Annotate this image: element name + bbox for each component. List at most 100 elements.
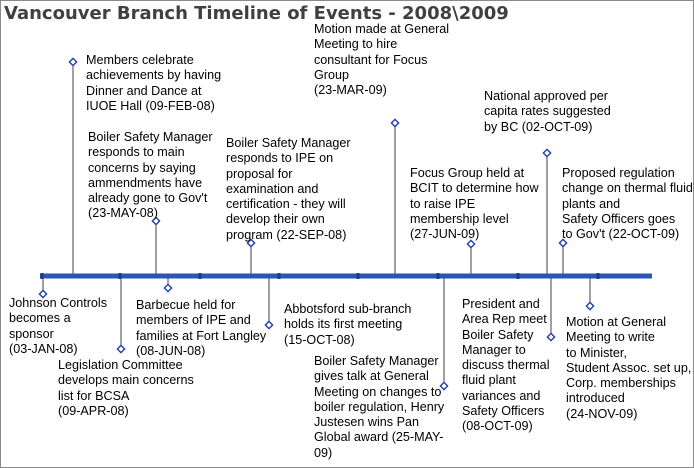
event-label-line: achievements by having [86, 68, 222, 83]
event-label-line: concerns by saying [88, 160, 196, 175]
axis-tick [40, 273, 44, 279]
event-label-line: responds to IPE on [226, 151, 334, 166]
event-label-line: becomes a [9, 311, 71, 326]
event-label-line: gives talk at General [314, 369, 429, 384]
event-label-line: (15-OCT-08) [284, 332, 355, 347]
event-label-line: Safety Officers goes [562, 211, 676, 226]
axis-tick [356, 273, 360, 279]
event-label-line: Johnson Controls [9, 296, 108, 310]
marker-group [38, 57, 595, 391]
event-label-line: develops main concerns [58, 373, 194, 388]
event-label-line: Group [314, 67, 350, 82]
event-label-line: Boiler Safety Manager [88, 130, 213, 144]
axis-tick [436, 273, 440, 279]
event-label-line: Boiler Safety [462, 327, 534, 342]
event-label-line: Manager to [462, 342, 526, 357]
event-label-line: Meeting on changes to [314, 384, 442, 399]
event-label-line: Motion made at General [314, 22, 450, 36]
event-marker [151, 216, 161, 226]
event-label-line: by BC (02-OCT-09) [484, 119, 593, 134]
event-label-line: Justesen wins Pan [314, 415, 420, 430]
connector-group [42, 66, 591, 382]
event-marker [163, 283, 173, 293]
event-label-line: change on thermal fluid [562, 181, 693, 196]
event-label-line: (23-MAR-09) [314, 83, 387, 98]
event-label-line: boiler regulation, Henry [314, 399, 445, 414]
event-label-line: Area Rep meet [462, 312, 547, 327]
event-label-line: develop their own [226, 212, 325, 227]
event-marker [390, 118, 400, 128]
axis-tick [198, 273, 202, 279]
event-marker [585, 301, 595, 311]
event-label-line: Meeting to write [566, 330, 655, 345]
event-label-line: discuss thermal [462, 358, 550, 373]
event-label-line: program (22-SEP-08) [226, 227, 347, 242]
event-marker [542, 148, 552, 158]
event-label-line: examination and [226, 181, 319, 196]
event-label-line: Student Assoc. set up, [566, 360, 692, 375]
event-label-line: (08-OCT-09) [462, 419, 533, 434]
event-label-line: ammendments have [88, 175, 203, 190]
axis-tick [516, 273, 520, 279]
event-label-line: responds to main [88, 145, 185, 160]
event-label-line: Focus Group held at [410, 166, 525, 180]
axis-tick [277, 273, 281, 279]
event-label-line: (23-MAY-08) [88, 206, 158, 221]
event-label-line: proposal for [226, 166, 293, 181]
event-label-line: National approved per [484, 89, 608, 103]
event-label-line: Boiler Safety Manager [226, 136, 351, 150]
event-label-line: 09) [314, 445, 333, 460]
event-label-line: (08-JUN-08) [136, 343, 206, 358]
event-label-line: (03-JAN-08) [9, 341, 78, 356]
event-label-line: Barbecue held for [136, 298, 236, 312]
event-marker [466, 239, 476, 249]
event-label-line: Corp. memberships [566, 376, 676, 391]
event-label-line: sponsor [9, 326, 54, 341]
page-title: Vancouver Branch Timeline of Events - 20… [4, 3, 509, 24]
event-label-line: Proposed regulation [562, 166, 675, 180]
event-marker [68, 57, 78, 67]
event-label-line: Safety Officers [462, 404, 545, 419]
event-label-line: to Minister, [566, 345, 627, 360]
event-label-line: variances and [462, 388, 541, 403]
event-label-line: membership level [410, 211, 509, 226]
event-label-line: Motion at General [566, 315, 667, 329]
event-label-line: already gone to Gov't [88, 191, 208, 206]
event-marker [264, 320, 274, 330]
event-label-line: families at Fort Langley [136, 328, 267, 343]
event-label-line: members of IPE and [136, 313, 251, 328]
event-marker [38, 289, 48, 299]
event-label-line: Dinner and Dance at [86, 83, 202, 98]
event-label-line: Abbotsford sub-branch [284, 302, 412, 316]
event-label-line: introduced [566, 391, 625, 406]
event-marker [439, 381, 449, 391]
event-label-line: (27-JUN-09) [410, 227, 480, 242]
event-label-line: list for BCSA [58, 388, 130, 403]
event-label-line: (09-APR-08) [58, 403, 129, 418]
event-label-line: Legislation Committee [58, 358, 183, 372]
event-label-line: (24-NOV-09) [566, 406, 638, 421]
event-label-line: plants and [562, 196, 621, 211]
event-label-line: Members celebrate [86, 53, 194, 67]
axis-tick [596, 273, 600, 279]
event-label-line: Boiler Safety Manager [314, 354, 439, 368]
tick-group [40, 273, 600, 279]
event-label-line: holds its first meeting [284, 317, 403, 332]
event-marker [116, 344, 126, 354]
event-label-line: capita rates suggested [484, 104, 611, 119]
event-label-line: consultant for Focus [314, 52, 428, 67]
